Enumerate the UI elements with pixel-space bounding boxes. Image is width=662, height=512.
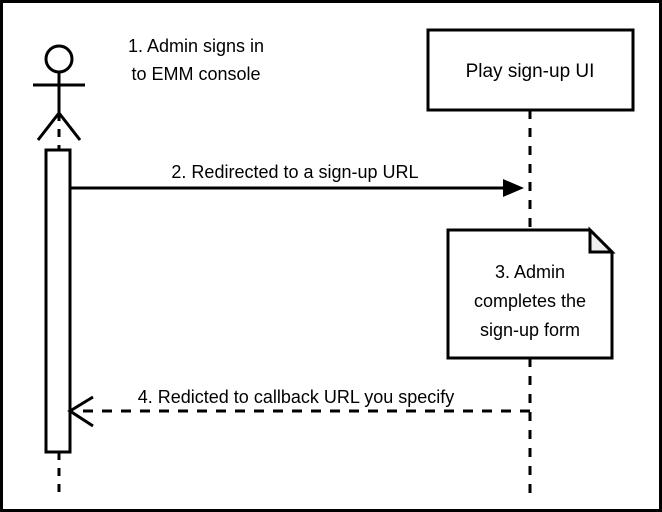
actor-head-icon (44, 44, 74, 74)
actor-left-leg-icon (36, 112, 61, 141)
note-line-1: 3. Admin (495, 262, 565, 282)
note-line-3: sign-up form (480, 320, 580, 340)
participant-label: Play sign-up UI (466, 61, 595, 82)
message-4-arrowhead-icon (67, 395, 94, 428)
message-2-arrowhead-icon (503, 179, 524, 197)
participant-box-play-signup-ui[interactable] (426, 28, 635, 112)
step-1-caption-line-1: 1. Admin signs in (128, 36, 264, 56)
note-body (446, 228, 614, 360)
message-4-label: 4. Redicted to callback URL you specify (138, 387, 455, 407)
actor-activation-bar (44, 148, 72, 454)
note-line-2: completes the (474, 291, 586, 311)
admin-actor[interactable] (33, 44, 85, 141)
actor-right-leg-icon (57, 112, 82, 141)
step-1-caption-line-2: to EMM console (131, 64, 260, 84)
note-fold-corner-icon (588, 226, 616, 254)
note-step-3[interactable]: 3. Admin completes the sign-up form (446, 226, 616, 360)
message-2-label: 2. Redirected to a sign-up URL (171, 162, 418, 182)
